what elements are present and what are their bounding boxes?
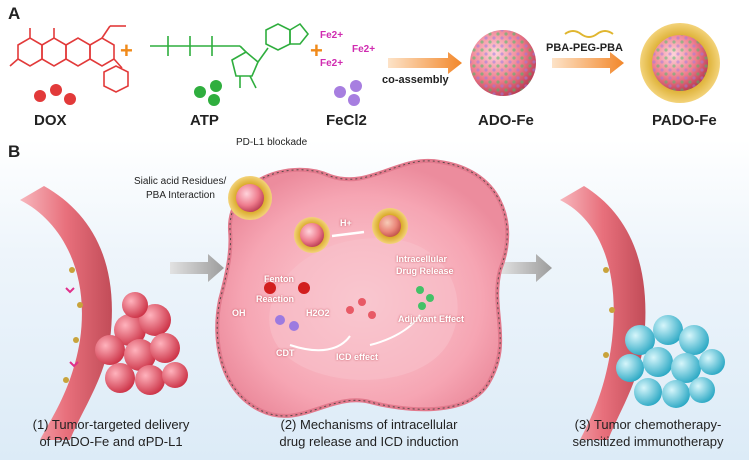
treated-tumor-cluster-icon <box>616 315 725 408</box>
fe-ion-label: Fe2+ <box>320 30 344 41</box>
atp-molecule-icon <box>150 22 310 89</box>
atp-particle-icon <box>194 86 206 98</box>
adjuvant-effect-label: Adjuvant Effect <box>398 314 465 324</box>
reagent-label-fecl2: FeCl2 <box>326 112 367 129</box>
sialic-label: Sialic acid Residues/ <box>134 176 227 187</box>
caption-3-line1: (3) Tumor chemotherapy- <box>574 417 722 432</box>
reagent-label-dox: DOX <box>34 112 67 129</box>
fe-ion-label: Fe2+ <box>320 58 344 69</box>
caption-1: (1) Tumor-targeted delivery of PADO-Fe a… <box>6 416 216 450</box>
panel-b: B <box>0 137 749 460</box>
dox-particle-icon <box>64 93 76 105</box>
fe-particle-icon <box>348 94 360 106</box>
plus-sign: + <box>120 38 133 63</box>
blood-vessel-icon <box>20 186 112 440</box>
h-plus-label: H+ <box>340 218 352 228</box>
cdt-label: CDT <box>276 348 295 358</box>
caption-3-line2: sensitized immunotherapy <box>572 434 724 449</box>
caption-3: (3) Tumor chemotherapy- sensitized immun… <box>548 416 748 450</box>
dox-particle-icon <box>50 84 62 96</box>
blood-vessel-icon <box>560 186 646 440</box>
h2o2-label: H2O2 <box>306 308 330 318</box>
caption-2-line1: (2) Mechanisms of intracellular <box>280 417 458 432</box>
panel-a: A <box>0 0 749 140</box>
panel-letter-a: A <box>8 4 21 23</box>
caption-2-line2: drug release and ICD induction <box>279 434 459 449</box>
pba-interaction-label: PBA Interaction <box>146 190 215 201</box>
fe-red-icon <box>264 282 276 294</box>
fe-particle-icon <box>334 86 346 98</box>
atp-particle-icon <box>208 94 220 106</box>
oh-label: OH <box>232 308 246 318</box>
coating-label: PBA-PEG-PBA <box>546 42 624 54</box>
pdl1-blockade-label: PD-L1 blockade <box>236 137 308 148</box>
polymer-chain-icon <box>564 30 614 38</box>
reaction-label: Reaction <box>256 294 295 304</box>
plus-sign: + <box>310 38 323 63</box>
fe-ion-label: Fe2+ <box>352 44 376 55</box>
caption-1-line2: of PADO-Fe and αPD-L1 <box>39 434 183 449</box>
panel-b-graphics <box>20 158 725 440</box>
caption-1-line1: (1) Tumor-targeted delivery <box>32 417 190 432</box>
drug-release-label: Drug Release <box>396 266 454 276</box>
reagent-label-atp: ATP <box>190 112 219 129</box>
tumor-cluster-icon <box>95 292 188 395</box>
panel-a-graphics <box>9 22 720 106</box>
fe-particle-icon <box>350 80 362 92</box>
atp-particle-icon <box>210 80 222 92</box>
fenton-label: Fenton <box>264 274 294 284</box>
coassembly-label: co-assembly <box>382 74 449 86</box>
intracellular-label: Intracellular <box>396 254 448 264</box>
panel-letter-b: B <box>8 142 21 161</box>
dox-particle-icon <box>34 90 46 102</box>
process-arrow-icon <box>500 254 552 282</box>
product-label-ado-fe: ADO-Fe <box>478 112 534 129</box>
caption-2: (2) Mechanisms of intracellular drug rel… <box>254 416 484 450</box>
coassembly-arrow-icon <box>388 52 462 74</box>
coating-arrow-icon <box>552 52 624 74</box>
icd-effect-label: ICD effect <box>336 352 379 362</box>
dox-molecule-icon <box>9 25 129 93</box>
product-label-pado-fe: PADO-Fe <box>652 112 717 129</box>
release-arrow-icon <box>331 230 365 238</box>
fe-red-icon <box>298 282 310 294</box>
process-arrow-icon <box>170 254 224 282</box>
